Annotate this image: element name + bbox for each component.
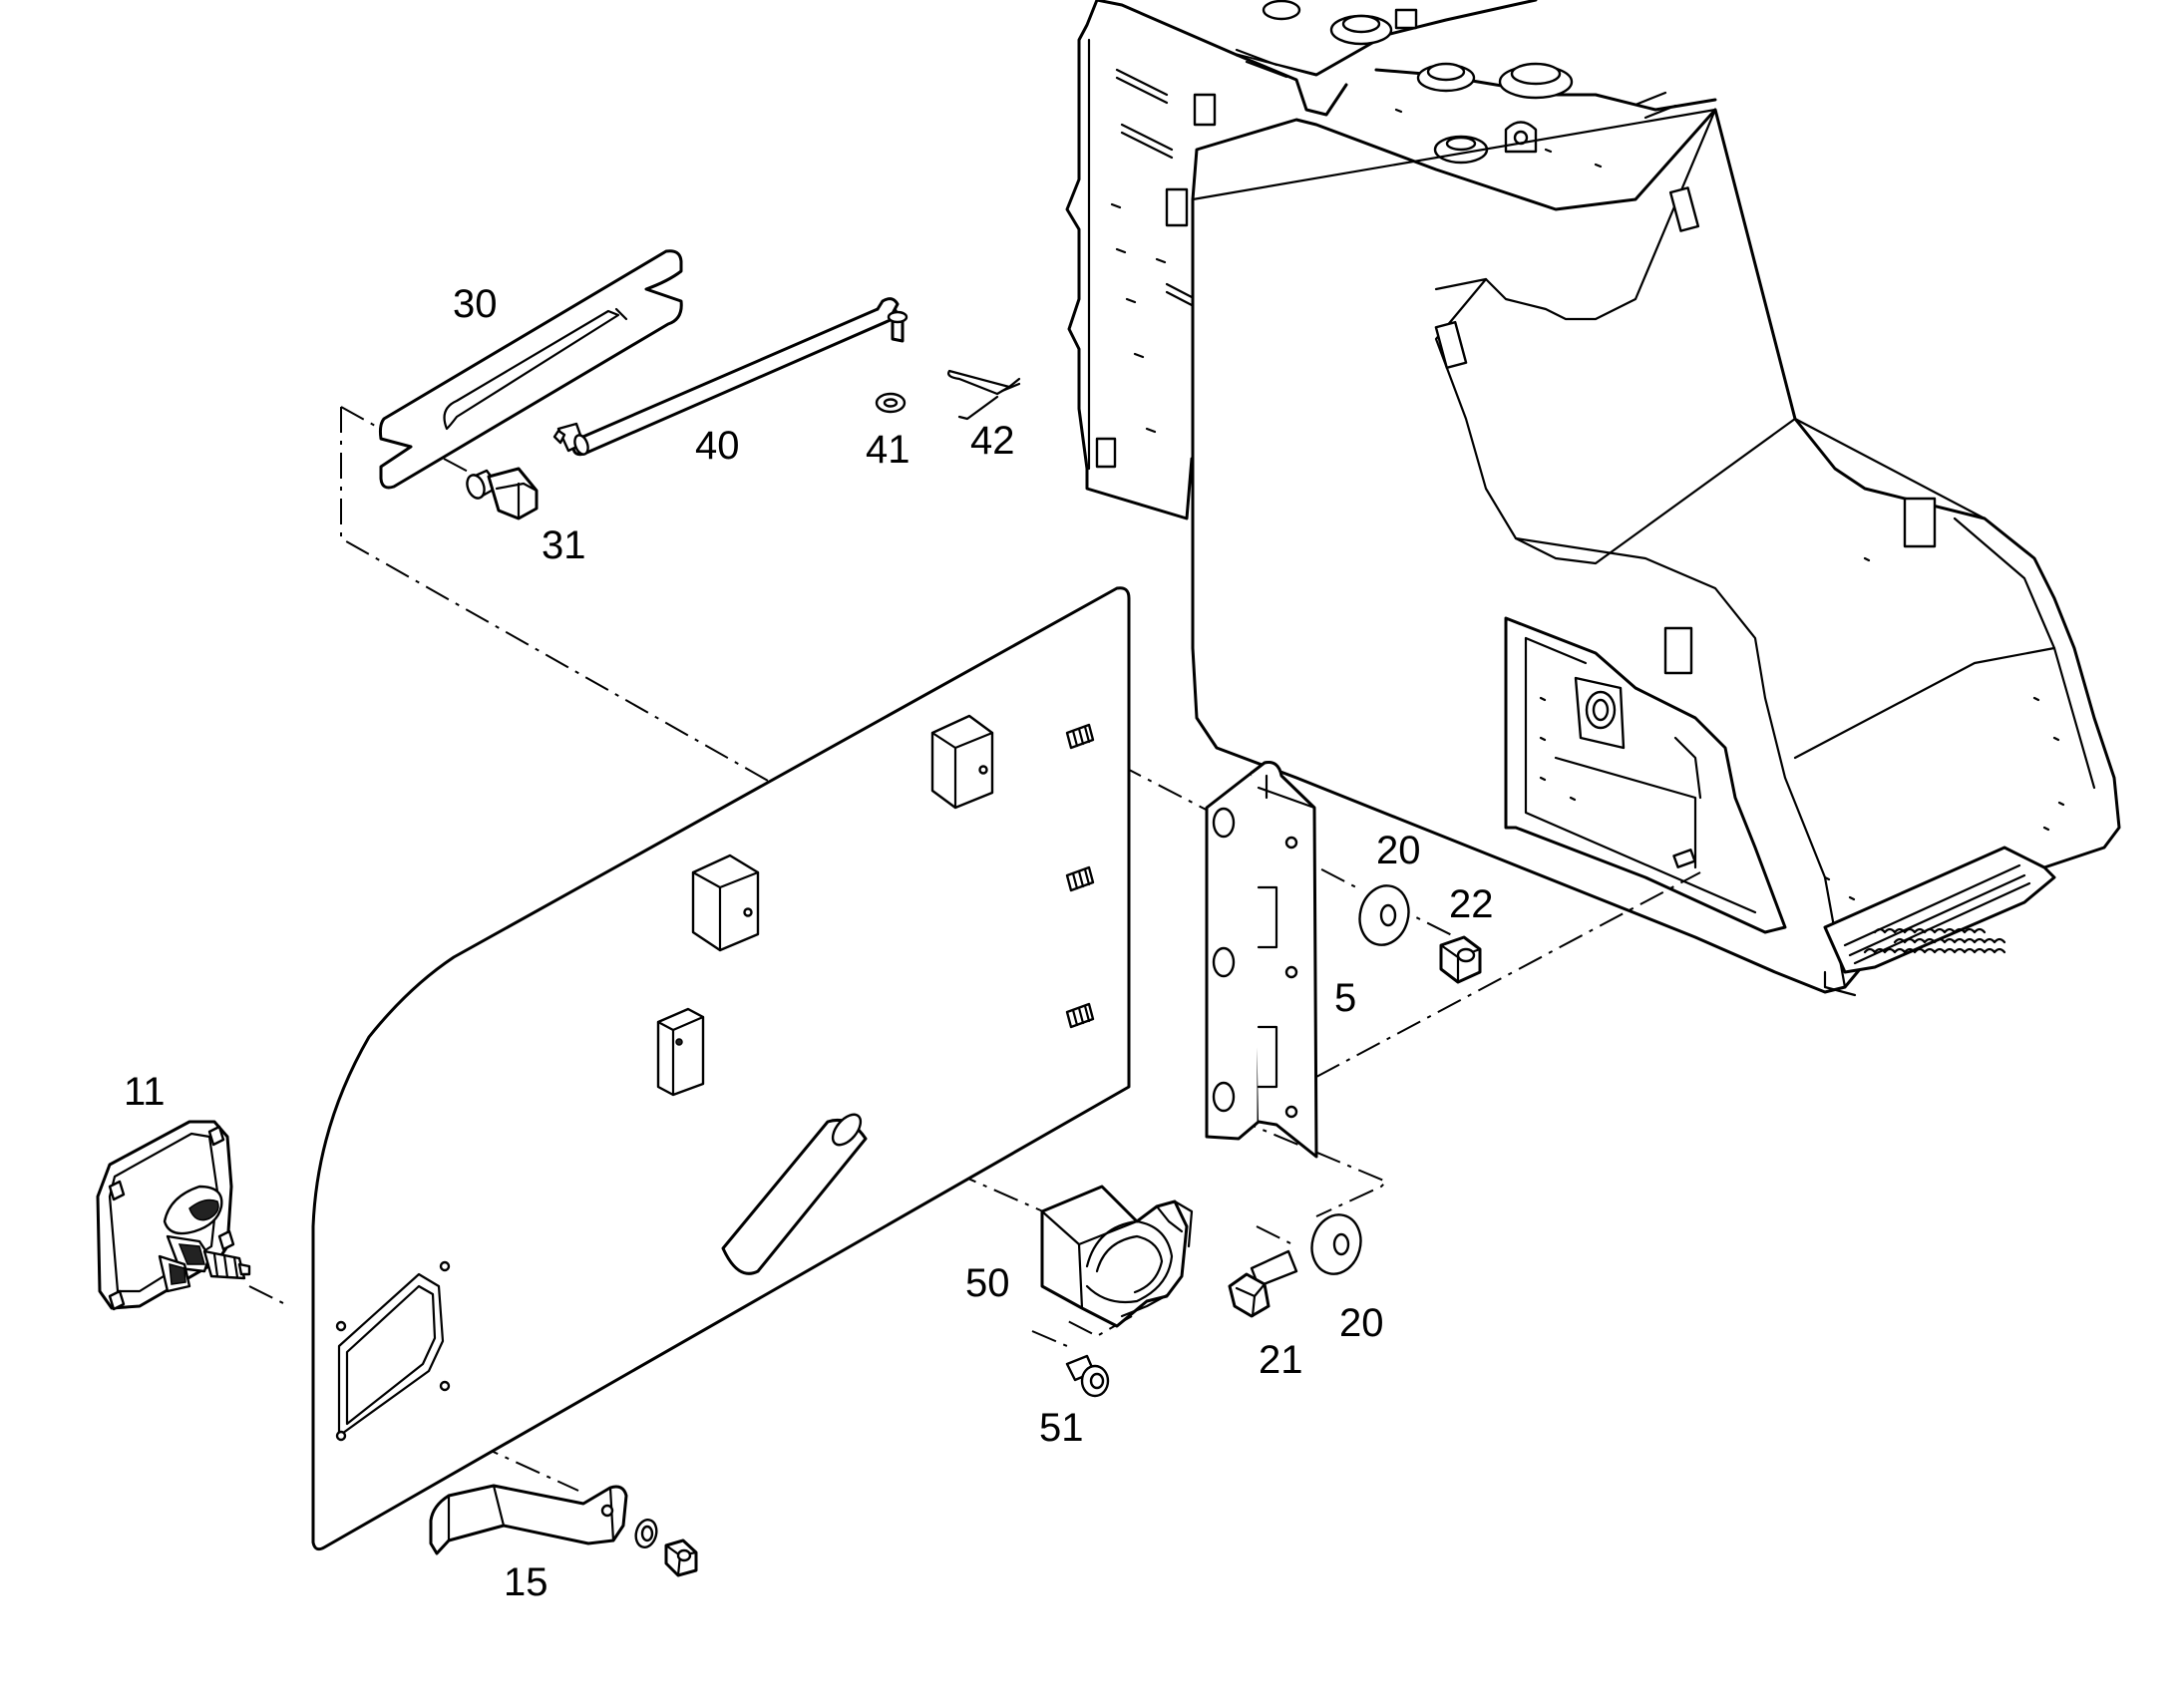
part-20-washer-lower <box>1310 1213 1362 1275</box>
part-40-rod <box>552 297 908 457</box>
callout-20-upper: 20 <box>1376 829 1421 872</box>
part-11-lamp <box>96 1120 251 1311</box>
callout-5: 5 <box>1334 976 1356 1020</box>
part-22-nut <box>1439 935 1482 984</box>
callout-51: 51 <box>1039 1406 1084 1450</box>
callout-20-lower: 20 <box>1339 1301 1384 1345</box>
callout-labels: 30 40 41 42 31 20 22 5 11 50 21 20 51 15 <box>124 282 1494 1604</box>
callout-50: 50 <box>965 1261 1010 1305</box>
part-21-bolt <box>1228 1249 1298 1318</box>
part-51-screw <box>1065 1354 1110 1398</box>
callout-22: 22 <box>1449 882 1494 926</box>
callout-21: 21 <box>1259 1338 1303 1382</box>
callout-11: 11 <box>124 1070 166 1114</box>
callout-31: 31 <box>542 523 586 567</box>
part-41-washer <box>875 392 907 414</box>
part-30-slotted-bracket <box>378 249 683 490</box>
callout-41: 41 <box>866 428 910 472</box>
part-5-hinge <box>1205 761 1318 1159</box>
callout-40: 40 <box>695 424 740 468</box>
machine-body <box>1065 0 2121 997</box>
side-panel <box>311 586 1131 1551</box>
callout-42: 42 <box>970 419 1015 463</box>
part-20-washer-upper <box>1358 884 1410 946</box>
callout-15: 15 <box>504 1560 548 1604</box>
part-42-cotter-pin <box>947 369 1021 421</box>
callout-30: 30 <box>453 282 498 326</box>
part-31-bolt <box>466 467 539 520</box>
panel-studs <box>1065 723 1095 1029</box>
part-15-bracket <box>429 1484 698 1577</box>
part-50-holder <box>1040 1185 1194 1328</box>
